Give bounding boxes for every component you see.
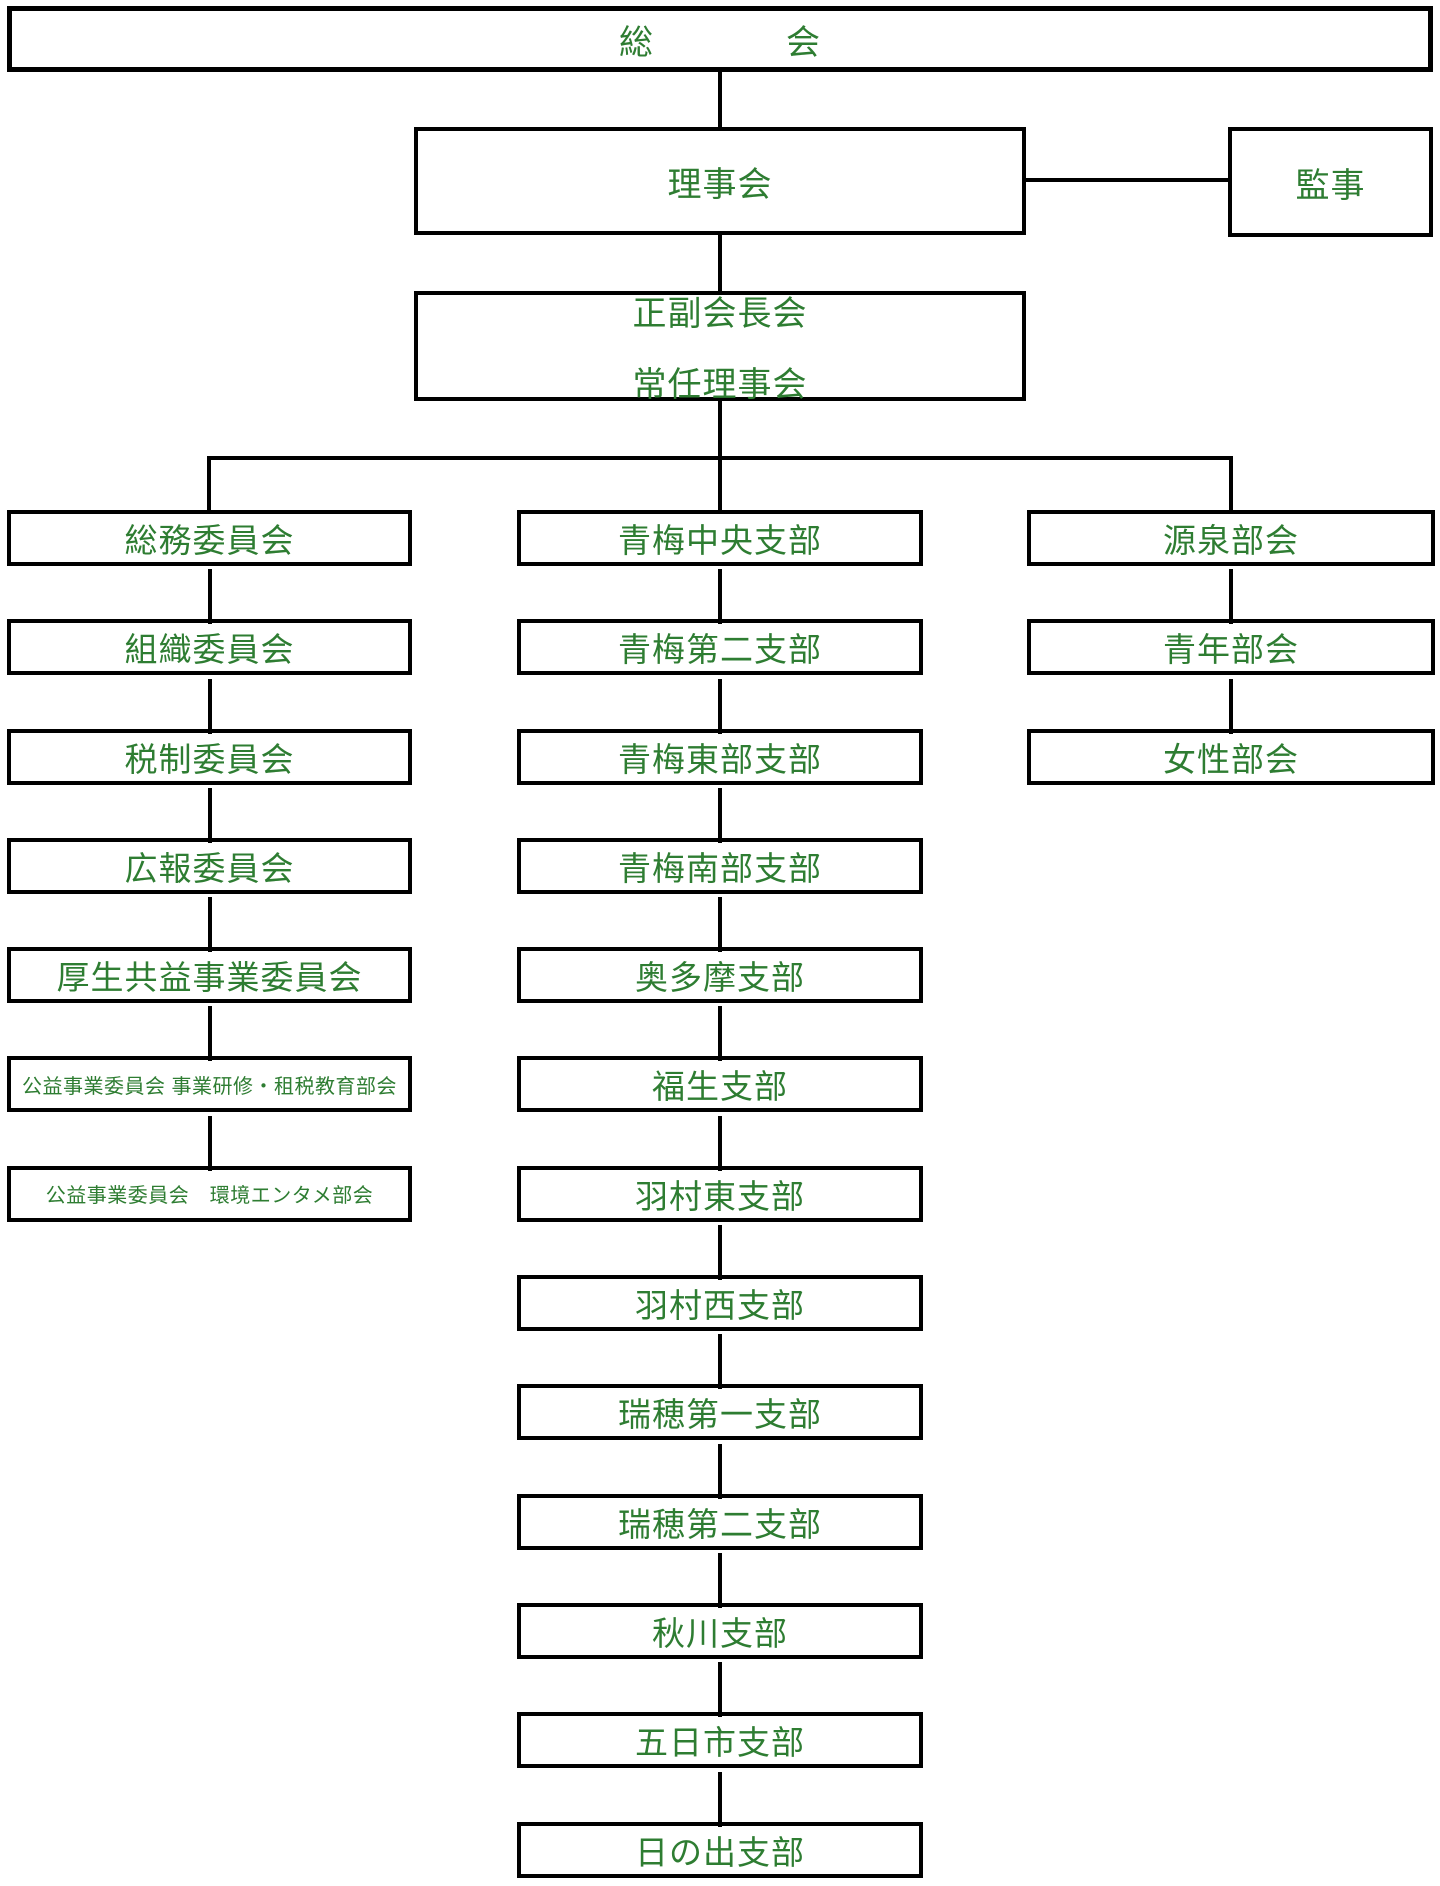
column-right-box-2-label: 女性部会 [1163, 740, 1299, 778]
branch-drop-right [1229, 456, 1233, 511]
column-left-box-3-label: 広報委員会 [124, 849, 295, 887]
column-middle-box-8: 瑞穂第一支部 [517, 1334, 923, 1441]
column-left-box-5-label: 公益事業委員会 事業研修・租税教育部会 [21, 1075, 398, 1098]
column-left-box-6-label: 公益事業委員会 環境エンタメ部会 [45, 1185, 374, 1208]
column-middle-box-2-label: 青梅東部支部 [618, 740, 822, 778]
column-middle-box-10: 秋川支部 [517, 1552, 923, 1659]
column-left-box-4: 厚生共益事業委員会 [7, 897, 412, 1004]
seifuku-box: 正副会長会 常任理事会 [414, 291, 1026, 404]
branch-horizontal-line [208, 456, 1233, 460]
column-left-box-2: 税制委員会 [7, 678, 412, 785]
column-middle-box-0-label: 青梅中央支部 [618, 522, 822, 559]
column-middle-box-4-label: 奥多摩支部 [635, 959, 805, 997]
column-right-box-0-label: 源泉部会 [1163, 522, 1299, 559]
seifuku-line1: 正副会長会 [632, 295, 808, 333]
connector-rijikai-kanji [1026, 178, 1232, 182]
column-middle-box-7: 羽村西支部 [517, 1225, 923, 1332]
column-middle-box-11-label: 五日市支部 [635, 1724, 805, 1762]
connector-rijikai-seifuku [718, 235, 722, 292]
seifuku-line2: 常任理事会 [632, 366, 808, 404]
column-right-box-1: 青年部会 [1027, 569, 1435, 676]
column-middle-box-5: 福生支部 [517, 1006, 923, 1113]
branch-drop-middle [718, 460, 722, 511]
column-middle-box-2: 青梅東部支部 [517, 678, 923, 785]
soukai-label-char1: 総 [619, 23, 654, 62]
column-left-box-5: 公益事業委員会 事業研修・租税教育部会 [7, 1006, 412, 1113]
column-left-box-4-label: 厚生共益事業委員会 [56, 959, 363, 997]
column-middle-box-3: 青梅南部支部 [517, 787, 923, 894]
column-middle-box-7-label: 羽村西支部 [635, 1287, 805, 1325]
column-left-box-0-label: 総務委員会 [124, 522, 295, 559]
column-left-box-3: 広報委員会 [7, 787, 412, 894]
column-middle-box-3-label: 青梅南部支部 [618, 849, 822, 887]
column-middle-box-8-label: 瑞穂第一支部 [618, 1396, 822, 1434]
column-middle-box-6: 羽村東支部 [517, 1115, 923, 1222]
rijikai-label: 理事会 [667, 165, 773, 204]
kanji-label: 監事 [1295, 166, 1366, 205]
column-middle-box-5-label: 福生支部 [652, 1068, 788, 1106]
branch-drop-left [207, 456, 211, 511]
column-left-box-0: 総務委員会 [7, 510, 412, 566]
column-middle-box-10-label: 秋川支部 [652, 1614, 788, 1652]
kanji-box: 監事 [1228, 127, 1433, 237]
soukai-label-char2: 会 [786, 23, 821, 62]
column-left-committees: 総務委員会組織委員会税制委員会広報委員会厚生共益事業委員会公益事業委員会 事業研… [7, 510, 412, 1275]
column-right-sections: 源泉部会青年部会女性部会 [1027, 510, 1435, 838]
column-left-box-2-label: 税制委員会 [124, 740, 295, 778]
connector-soukai-rijikai [718, 72, 722, 128]
column-middle-box-9: 瑞穂第二支部 [517, 1443, 923, 1550]
column-middle-box-11: 五日市支部 [517, 1662, 923, 1769]
column-middle-box-12-label: 日の出支部 [635, 1833, 805, 1871]
rijikai-box: 理事会 [414, 127, 1026, 235]
connector-seifuku-branch [718, 401, 722, 456]
column-left-box-1: 組織委員会 [7, 569, 412, 676]
column-middle-box-0: 青梅中央支部 [517, 510, 923, 566]
column-left-box-1-label: 組織委員会 [124, 631, 295, 669]
column-middle-box-1-label: 青梅第二支部 [618, 631, 822, 669]
column-middle-branches: 青梅中央支部青梅第二支部青梅東部支部青梅南部支部奥多摩支部福生支部羽村東支部羽村… [517, 510, 923, 1886]
column-middle-box-4: 奥多摩支部 [517, 897, 923, 1004]
column-right-box-1-label: 青年部会 [1163, 631, 1299, 669]
column-middle-box-12: 日の出支部 [517, 1771, 923, 1878]
soukai-box: 総 会 [7, 6, 1433, 72]
column-middle-box-1: 青梅第二支部 [517, 569, 923, 676]
column-left-box-6: 公益事業委員会 環境エンタメ部会 [7, 1115, 412, 1222]
column-middle-box-6-label: 羽村東支部 [635, 1177, 805, 1215]
column-right-box-0: 源泉部会 [1027, 510, 1435, 566]
column-middle-box-9-label: 瑞穂第二支部 [618, 1505, 822, 1543]
column-right-box-2: 女性部会 [1027, 678, 1435, 785]
